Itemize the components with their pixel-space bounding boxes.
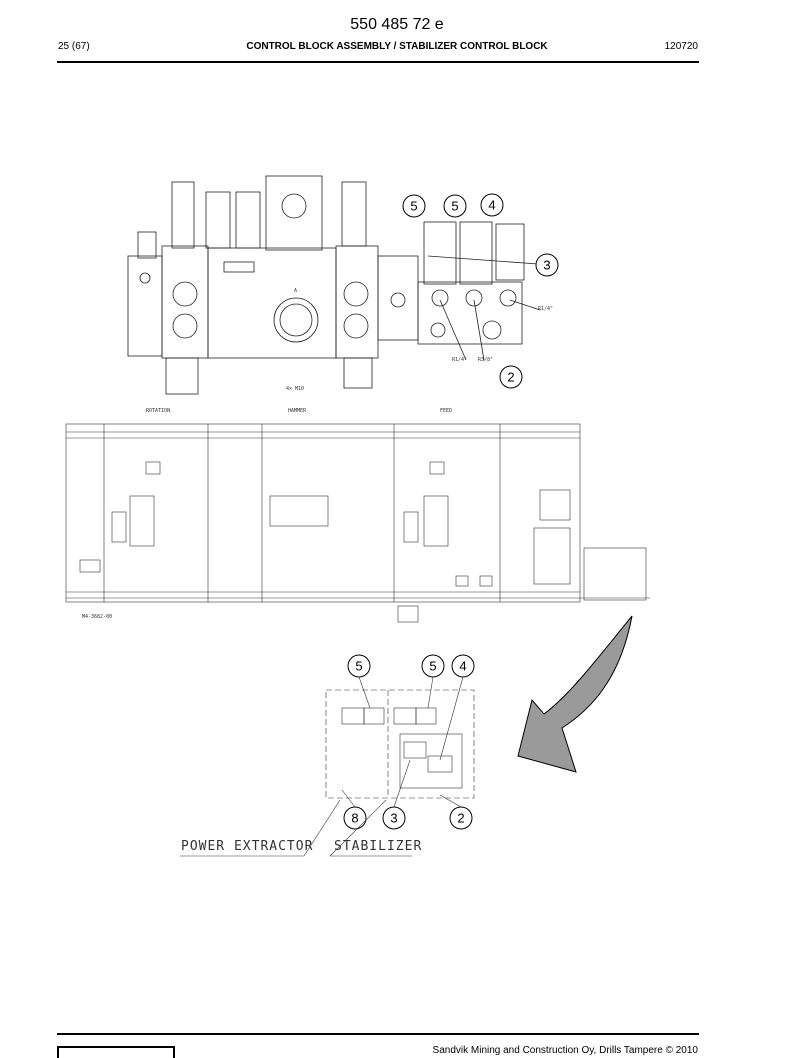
footer-rule xyxy=(57,1033,699,1035)
svg-text:5: 5 xyxy=(451,199,458,214)
callout-5b: 5 xyxy=(443,194,467,218)
section-label-rotation: ROTATION xyxy=(146,408,170,414)
port-label-r14a: R1/4" xyxy=(538,306,553,312)
svg-text:4: 4 xyxy=(488,198,495,213)
svg-text:2: 2 xyxy=(507,370,514,385)
section-label-hammer: HAMMER xyxy=(288,408,307,414)
document-code: 120720 xyxy=(664,41,698,52)
svg-text:5: 5 xyxy=(429,659,436,674)
port-label-r14b: R1/4" xyxy=(452,357,467,363)
page-title: CONTROL BLOCK ASSEMBLY / STABILIZER CONT… xyxy=(246,41,548,52)
callout-5a: 5 xyxy=(402,194,426,218)
sandvik-logo xyxy=(57,1046,175,1058)
svg-text:5: 5 xyxy=(410,199,417,214)
detail-callout-2: 2 xyxy=(449,806,473,830)
svg-text:8: 8 xyxy=(351,811,358,826)
svg-text:5: 5 xyxy=(355,659,362,674)
section-label-feed: FEED xyxy=(440,408,452,414)
detail-arrow xyxy=(517,615,633,773)
detail-callout-5a: 5 xyxy=(347,654,371,678)
callout-2: 2 xyxy=(499,365,523,389)
page-number: 25 (67) xyxy=(58,41,90,52)
detail-callouts: 5 5 4 8 3 2 xyxy=(343,654,475,830)
detail-callout-5b: 5 xyxy=(421,654,445,678)
detail-leaders xyxy=(180,676,464,857)
callout-4: 4 xyxy=(480,193,504,217)
power-extractor-label: POWER EXTRACTOR xyxy=(181,839,313,854)
header-rule xyxy=(57,61,699,63)
callout-3: 3 xyxy=(535,253,559,277)
svg-text:3: 3 xyxy=(390,811,397,826)
stabilizer-label: STABILIZER xyxy=(334,839,422,854)
svg-text:2: 2 xyxy=(457,811,464,826)
detail-callout-4: 4 xyxy=(451,654,475,678)
detail-callout-3: 3 xyxy=(382,806,406,830)
footer-copyright: Sandvik Mining and Construction Oy, Dril… xyxy=(432,1045,698,1056)
top-callouts: 5 5 4 3 2 xyxy=(402,193,559,389)
drawing-number: M4-3682-00 xyxy=(82,614,112,620)
svg-text:3: 3 xyxy=(543,258,550,273)
document-number: 550 485 72 e xyxy=(350,16,444,33)
detail-callout-8: 8 xyxy=(343,806,367,830)
port-label-r38: R3/8" xyxy=(478,357,493,363)
control-block-assembly xyxy=(127,175,541,395)
port-label-a: A xyxy=(294,288,297,294)
svg-text:4: 4 xyxy=(459,659,466,674)
bolt-label: 4x M10 xyxy=(286,386,304,392)
hydraulic-schematic xyxy=(65,423,650,623)
detail-schematic xyxy=(325,689,475,799)
